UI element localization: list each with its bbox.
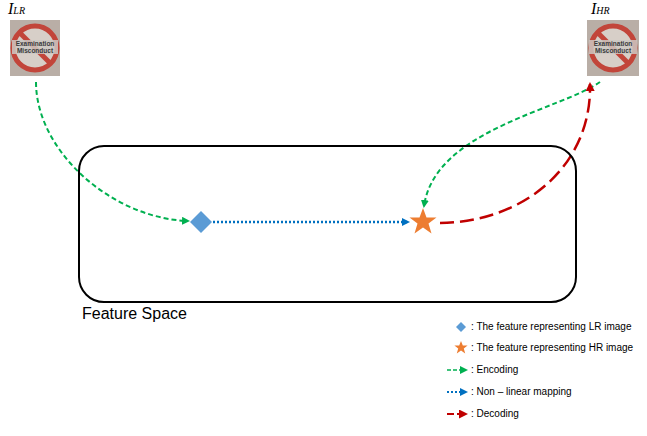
sign-text: Examination Misconduct	[589, 40, 637, 54]
region-title: Feature Space	[82, 305, 187, 323]
legend-text: : Encoding	[471, 364, 518, 375]
lr-image	[10, 20, 60, 76]
hr-feature-star	[410, 208, 437, 234]
encoding-arrow	[424, 82, 600, 206]
image-label: IHR	[591, 0, 610, 18]
legend-decoding-line	[447, 413, 466, 415]
legend-diamond	[456, 322, 466, 332]
mapping-arrow	[213, 221, 408, 224]
legend-text: : Non – linear mapping	[471, 386, 572, 397]
encoding-arrow	[36, 82, 188, 221]
sign-text: Examination Misconduct	[12, 40, 58, 54]
hr-image	[587, 20, 639, 76]
decoding-arrow	[440, 84, 590, 223]
legend-star	[454, 341, 467, 353]
lr-feature-diamond	[190, 211, 212, 233]
legend-text: : Decoding	[471, 408, 519, 419]
legend-mapping-line	[447, 391, 466, 393]
legend-text: : The feature representing HR image	[471, 342, 633, 353]
image-label: ILR	[8, 0, 25, 18]
feature-space-region: Feature Space	[78, 145, 577, 303]
legend-text: : The feature representing LR image	[471, 321, 631, 332]
legend-encoding-line	[447, 369, 466, 371]
